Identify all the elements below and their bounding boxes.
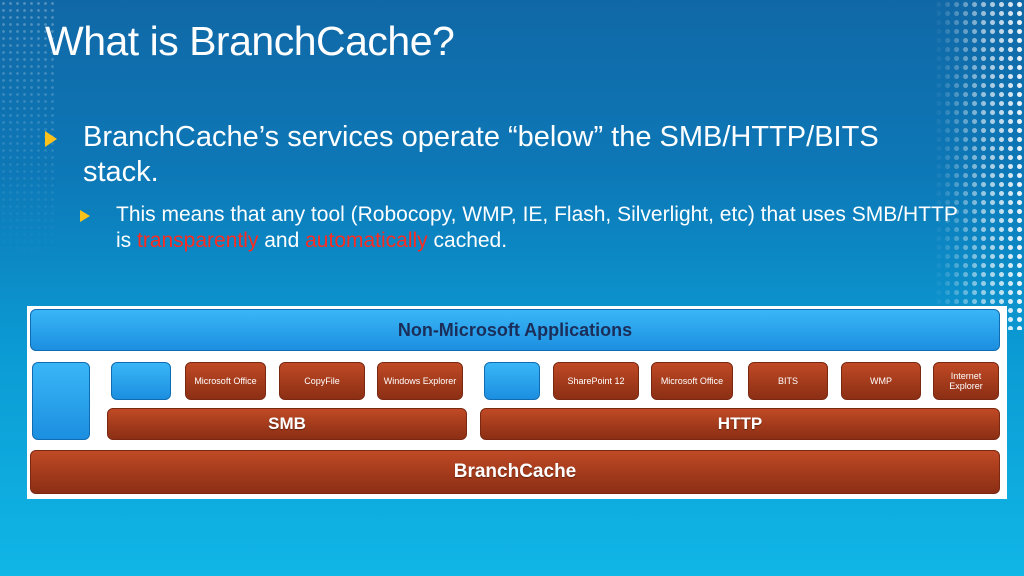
app-block-wmp: WMP bbox=[841, 362, 921, 400]
http-bar: HTTP bbox=[480, 408, 1000, 440]
highlight-automatically: automatically bbox=[305, 229, 428, 252]
smb-bar: SMB bbox=[107, 408, 467, 440]
dot-pattern-left-decoration bbox=[0, 0, 55, 260]
app-block-microsoft-office-2: Microsoft Office bbox=[651, 362, 733, 400]
unlabeled-blue-block bbox=[484, 362, 540, 400]
slide-title: What is BranchCache? bbox=[45, 18, 455, 64]
bullet-arrow-icon bbox=[45, 131, 57, 147]
bullet-2-suffix: cached. bbox=[427, 229, 508, 252]
app-block-microsoft-office: Microsoft Office bbox=[185, 362, 266, 400]
bullet-1-text: BranchCache’s services operate “below” t… bbox=[83, 121, 879, 188]
bullet-2-text: This means that any tool (Robocopy, WMP,… bbox=[116, 202, 960, 254]
bullet-arrow-icon bbox=[80, 210, 90, 222]
app-block-internet-explorer: Internet Explorer bbox=[933, 362, 999, 400]
bullet-2-prefix: This means that any tool (Robocopy, WMP,… bbox=[116, 203, 958, 252]
highlight-transparently: transparently bbox=[137, 229, 259, 252]
app-block-bits: BITS bbox=[748, 362, 828, 400]
bullet-level-2: This means that any tool (Robocopy, WMP,… bbox=[80, 202, 960, 254]
app-block-copyfile: CopyFile bbox=[279, 362, 365, 400]
unlabeled-blue-block-left bbox=[32, 362, 90, 440]
dot-pattern-right-decoration bbox=[934, 0, 1024, 330]
bullet-level-1: BranchCache’s services operate “below” t… bbox=[45, 120, 925, 190]
unlabeled-blue-block bbox=[111, 362, 171, 400]
branchcache-base-bar: BranchCache bbox=[30, 450, 1000, 494]
app-block-sharepoint-12: SharePoint 12 bbox=[553, 362, 639, 400]
non-microsoft-applications-bar: Non-Microsoft Applications bbox=[30, 309, 1000, 351]
app-block-windows-explorer: Windows Explorer bbox=[377, 362, 463, 400]
bullet-2-middle: and bbox=[258, 229, 306, 252]
architecture-diagram: Non-Microsoft Applications Microsoft Off… bbox=[27, 306, 1007, 499]
